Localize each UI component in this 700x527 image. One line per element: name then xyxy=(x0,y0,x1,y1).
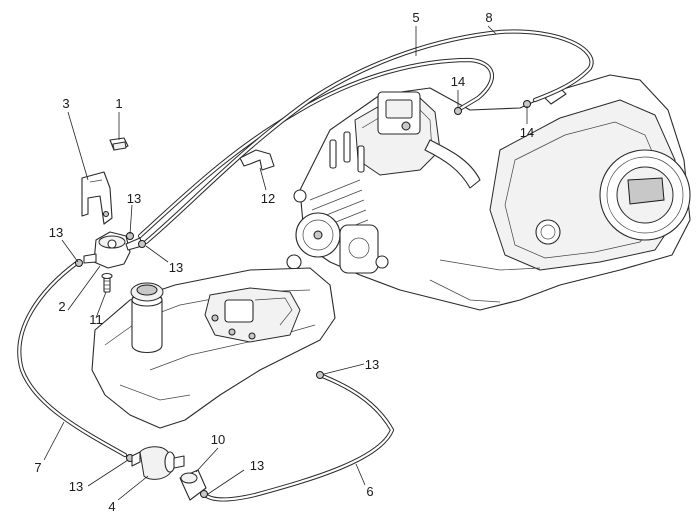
fuel-tank xyxy=(91,267,336,429)
callout-12: 12 xyxy=(261,191,275,206)
screw xyxy=(101,272,113,293)
callout-14a: 14 xyxy=(451,74,465,89)
callout-1: 1 xyxy=(115,96,122,111)
protective-sleeve xyxy=(179,469,207,501)
callout-13a: 13 xyxy=(49,225,63,240)
callout-14b: 14 xyxy=(520,125,534,140)
breather-clamps xyxy=(454,100,531,115)
callout-2: 2 xyxy=(58,299,65,314)
leader-lines xyxy=(43,25,528,501)
callout-4: 4 xyxy=(108,499,115,514)
callout-5: 5 xyxy=(412,10,419,25)
callout-11: 11 xyxy=(89,312,103,327)
fuel-filter xyxy=(131,446,185,480)
filler-neck xyxy=(130,282,164,354)
callout-3: 3 xyxy=(62,96,69,111)
callout-7: 7 xyxy=(34,460,41,475)
callout-13f: 13 xyxy=(250,458,264,473)
callout-6: 6 xyxy=(366,484,373,499)
clip-nut xyxy=(109,137,129,151)
callout-8: 8 xyxy=(485,10,492,25)
callout-13c: 13 xyxy=(169,260,183,275)
fuel-valve-body xyxy=(83,231,143,269)
hose-clip xyxy=(239,149,275,171)
callout-13b: 13 xyxy=(127,191,141,206)
bracket xyxy=(81,171,113,225)
callout-10: 10 xyxy=(211,432,225,447)
callout-13e: 13 xyxy=(69,479,83,494)
clutch-cover xyxy=(599,149,691,241)
engine-assembly xyxy=(286,74,691,311)
fuel-pump-flange xyxy=(204,287,301,343)
callout-labels: 1 2 3 4 5 6 7 8 10 11 12 13 13 13 13 13 … xyxy=(34,10,534,514)
fuel-hoses xyxy=(17,29,594,502)
callout-13d: 13 xyxy=(365,357,379,372)
